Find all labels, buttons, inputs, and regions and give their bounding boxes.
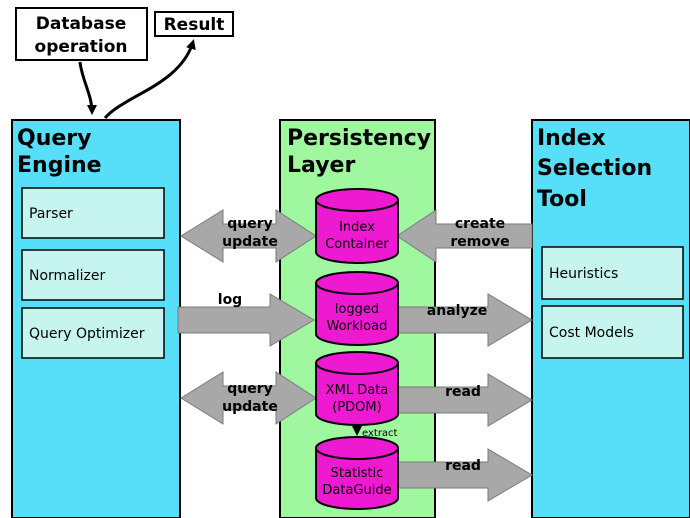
result-arrow bbox=[103, 39, 196, 120]
update-top-label: update bbox=[222, 234, 278, 250]
index-container-line2: Container bbox=[325, 237, 389, 252]
operation-arrow bbox=[78, 61, 97, 115]
read-stat-label: read bbox=[445, 458, 481, 474]
logged-workload-line1: logged bbox=[335, 302, 379, 317]
logged-workload-line2: Workload bbox=[327, 319, 388, 334]
update-bottom-label: update bbox=[222, 399, 278, 415]
statistic-dataguide-store: Statistic DataGuide bbox=[315, 436, 399, 510]
create-remove-arrow bbox=[396, 209, 533, 263]
heuristics-box bbox=[541, 246, 684, 300]
query-bottom-label: query bbox=[227, 381, 273, 397]
normalizer-label: Normalizer bbox=[29, 268, 106, 284]
log-label: log bbox=[218, 292, 242, 308]
database-operation-line2: operation bbox=[35, 37, 128, 57]
query-optimizer-box bbox=[21, 307, 165, 359]
normalizer-box bbox=[21, 249, 165, 301]
index-container-line1: Index bbox=[339, 220, 375, 235]
persistency-layer-title-line2: Layer bbox=[287, 153, 355, 178]
query-top-label: query bbox=[227, 216, 273, 232]
result-label: Result bbox=[154, 11, 234, 37]
result-text: Result bbox=[164, 15, 225, 35]
query-optimizer-label: Query Optimizer bbox=[29, 326, 145, 342]
analyze-label: analyze bbox=[427, 303, 487, 319]
parser-label: Parser bbox=[29, 206, 73, 222]
index-container-store: Index Container bbox=[315, 188, 399, 264]
cost-models-box bbox=[541, 305, 684, 359]
statistic-dataguide-line1: Statistic bbox=[331, 466, 384, 481]
logged-workload-store: logged Workload bbox=[315, 271, 399, 346]
read-stat-arrow bbox=[397, 448, 533, 502]
database-operation-line1: Database bbox=[36, 14, 126, 34]
xml-data-line2: (PDOM) bbox=[332, 400, 381, 415]
create-label: create bbox=[455, 216, 505, 232]
extract-label: extract bbox=[362, 428, 398, 439]
index-selection-tool-title-line1: Index bbox=[537, 126, 606, 151]
xml-data-line1: XML Data bbox=[326, 383, 389, 398]
cost-models-label: Cost Models bbox=[549, 325, 634, 341]
index-selection-tool-title-line2: Selection bbox=[537, 156, 652, 181]
read-xml-label: read bbox=[445, 384, 481, 400]
index-selection-tool-title-line3: Tool bbox=[537, 187, 587, 212]
analyze-arrow bbox=[397, 293, 533, 347]
xml-data-store: XML Data (PDOM) bbox=[315, 351, 399, 426]
log-arrow bbox=[177, 293, 315, 347]
query-engine-title-line2: Engine bbox=[17, 153, 102, 178]
parser-box bbox=[21, 187, 165, 239]
statistic-dataguide-line2: DataGuide bbox=[322, 483, 391, 498]
query-engine-title-line1: Query bbox=[17, 126, 91, 151]
remove-label: remove bbox=[450, 234, 509, 250]
heuristics-label: Heuristics bbox=[549, 266, 618, 282]
persistency-layer-title-line1: Persistency bbox=[287, 126, 431, 151]
read-xml-arrow bbox=[397, 373, 533, 427]
database-operation-label: Database operation bbox=[15, 7, 148, 61]
